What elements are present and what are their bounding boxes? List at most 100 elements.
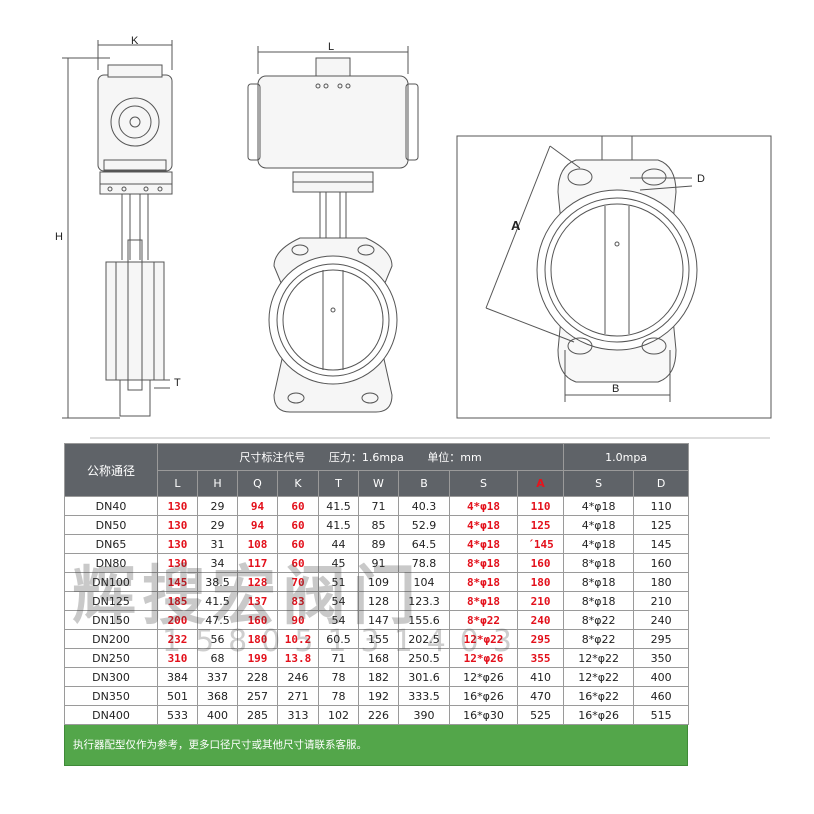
table-cell: 185 bbox=[157, 591, 198, 611]
table-cell: 210 bbox=[516, 591, 565, 611]
row-size-cell: DN200 bbox=[64, 629, 158, 649]
table-cell: 8*φ18 bbox=[449, 591, 518, 611]
table-cell: 313 bbox=[277, 705, 319, 725]
column-header: L bbox=[157, 470, 198, 497]
table-cell: 60.5 bbox=[318, 629, 359, 649]
table-cell: 78 bbox=[318, 686, 359, 706]
table-cell: ´145 bbox=[516, 534, 565, 554]
table-cell: 16*φ26 bbox=[449, 686, 518, 706]
flange-view-drawing bbox=[456, 135, 772, 419]
table-cell: 390 bbox=[398, 705, 450, 725]
table-cell: 8*φ18 bbox=[449, 572, 518, 592]
table-cell: 130 bbox=[157, 496, 198, 516]
table-cell: 8*φ22 bbox=[563, 629, 635, 649]
table-cell: 85 bbox=[358, 515, 399, 535]
table-cell: 355 bbox=[516, 648, 565, 668]
table-cell: 8*φ22 bbox=[449, 610, 518, 630]
table-cell: 525 bbox=[516, 705, 565, 725]
table-cell: 78.8 bbox=[398, 553, 450, 573]
table-cell: 125 bbox=[516, 515, 565, 535]
table-cell: 240 bbox=[633, 610, 690, 630]
table-cell: 70 bbox=[277, 572, 319, 592]
table-cell: 54 bbox=[318, 591, 359, 611]
column-header: S bbox=[563, 470, 635, 497]
nominal-size-header: 公称通径 bbox=[64, 443, 158, 497]
table-cell: 147 bbox=[358, 610, 399, 630]
table-cell: 8*φ18 bbox=[563, 572, 635, 592]
table-cell: 295 bbox=[633, 629, 690, 649]
table-cell: 78 bbox=[318, 667, 359, 687]
table-cell: 60 bbox=[277, 515, 319, 535]
table-cell: 4*φ18 bbox=[563, 534, 635, 554]
column-header: Q bbox=[237, 470, 278, 497]
table-cell: 128 bbox=[358, 591, 399, 611]
table-cell: 160 bbox=[516, 553, 565, 573]
table-cell: 38.5 bbox=[197, 572, 238, 592]
table-cell: 4*φ18 bbox=[449, 496, 518, 516]
column-header: W bbox=[358, 470, 399, 497]
table-cell: 168 bbox=[358, 648, 399, 668]
footnote: 执行器配型仅作为参考，更多口径尺寸或其他尺寸请联系客服。 bbox=[64, 725, 688, 766]
table-cell: 4*φ18 bbox=[563, 515, 635, 535]
table-cell: 350 bbox=[633, 648, 690, 668]
table-cell: 400 bbox=[197, 705, 238, 725]
table-cell: 110 bbox=[516, 496, 565, 516]
column-header: B bbox=[398, 470, 450, 497]
table-cell: 12*φ22 bbox=[449, 629, 518, 649]
row-size-cell: DN250 bbox=[64, 648, 158, 668]
table-cell: 68 bbox=[197, 648, 238, 668]
table-cell: 54 bbox=[318, 610, 359, 630]
column-header: D bbox=[633, 470, 690, 497]
table-cell: 310 bbox=[157, 648, 198, 668]
table-cell: 16*φ26 bbox=[563, 705, 635, 725]
column-header: K bbox=[277, 470, 319, 497]
table-cell: 515 bbox=[633, 705, 690, 725]
table-cell: 180 bbox=[237, 629, 278, 649]
column-header: A bbox=[516, 470, 565, 497]
row-size-cell: DN65 bbox=[64, 534, 158, 554]
table-cell: 228 bbox=[237, 667, 278, 687]
table-cell: 337 bbox=[197, 667, 238, 687]
table-cell: 108 bbox=[237, 534, 278, 554]
table-cell: 333.5 bbox=[398, 686, 450, 706]
table-cell: 29 bbox=[197, 515, 238, 535]
table-cell: 41.5 bbox=[197, 591, 238, 611]
table-cell: 410 bbox=[516, 667, 565, 687]
table-cell: 210 bbox=[633, 591, 690, 611]
table-cell: 31 bbox=[197, 534, 238, 554]
table-cell: 199 bbox=[237, 648, 278, 668]
table-cell: 232 bbox=[157, 629, 198, 649]
table-cell: 400 bbox=[633, 667, 690, 687]
dim-label-h: H bbox=[55, 231, 63, 243]
table-cell: 285 bbox=[237, 705, 278, 725]
table-cell: 16*φ22 bbox=[563, 686, 635, 706]
table-cell: 60 bbox=[277, 496, 319, 516]
column-header: S bbox=[449, 470, 518, 497]
table-cell: 60 bbox=[277, 553, 319, 573]
table-cell: 12*φ26 bbox=[449, 648, 518, 668]
table-cell: 117 bbox=[237, 553, 278, 573]
dim-label-k: K bbox=[131, 35, 139, 47]
table-cell: 4*φ18 bbox=[563, 496, 635, 516]
table-cell: 155.6 bbox=[398, 610, 450, 630]
table-cell: 160 bbox=[633, 553, 690, 573]
table-cell: 125 bbox=[633, 515, 690, 535]
table-cell: 501 bbox=[157, 686, 198, 706]
table-cell: 102 bbox=[318, 705, 359, 725]
table-cell: 94 bbox=[237, 515, 278, 535]
column-header: H bbox=[197, 470, 238, 497]
table-cell: 41.5 bbox=[318, 496, 359, 516]
table-cell: 104 bbox=[398, 572, 450, 592]
column-header: T bbox=[318, 470, 359, 497]
table-cell: 533 bbox=[157, 705, 198, 725]
